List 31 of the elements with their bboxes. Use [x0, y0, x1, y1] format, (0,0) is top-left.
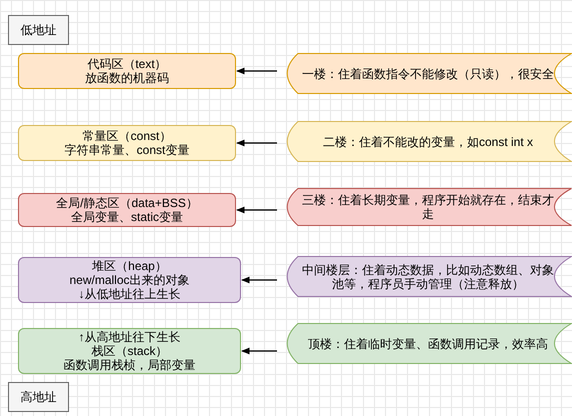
callout-text: 三楼：住着长期变量，程序开始就存在，结束才走: [301, 193, 555, 221]
callout-text: 二楼：住着不能改的变量，如const int x: [322, 134, 534, 148]
arrow: [236, 206, 277, 214]
callout-text: 一楼：住着函数指令不能修改（只读），很安全: [301, 66, 555, 80]
region-text: 函数调用栈桢，局部变量: [64, 358, 196, 372]
memory-region-box: [18, 125, 236, 161]
address-box: [8, 15, 69, 45]
region-text: 常量区（const）: [82, 129, 172, 143]
arrow: [236, 68, 277, 74]
region-text: 全局/静态区（data+BSS）: [56, 196, 198, 210]
memory-region-box: [18, 328, 241, 374]
memory-region-box: [18, 193, 236, 227]
region-text: 堆区（heap）: [92, 259, 167, 273]
memory-region-box: [18, 53, 236, 89]
address-label: 低地址: [20, 23, 56, 37]
arrow: [241, 348, 277, 354]
region-text: ↑从高地址往下生长: [78, 330, 180, 344]
callout-text: 中间楼层：住着动态数据，比如动态数组、对象池等，程序员手动管理（注意释放）: [301, 262, 555, 290]
arrow: [236, 140, 277, 146]
region-text: 栈区（stack）: [91, 344, 168, 358]
arrow: [241, 276, 277, 284]
region-text: ↓从低地址往上生长: [78, 287, 180, 301]
region-text: new/malloc出来的对象: [69, 273, 190, 287]
region-text: 放函数的机器码: [85, 71, 169, 85]
callout-text: 顶楼：住着临时变量、函数调用记录，效率高: [307, 336, 549, 350]
region-text: 字符串常量、const变量: [64, 143, 190, 157]
address-box: [8, 382, 69, 412]
address-label: 高地址: [20, 390, 56, 404]
region-text: 代码区（text）: [87, 57, 167, 71]
memory-region-box: [18, 257, 241, 303]
region-text: 全局变量、static变量: [70, 210, 183, 224]
